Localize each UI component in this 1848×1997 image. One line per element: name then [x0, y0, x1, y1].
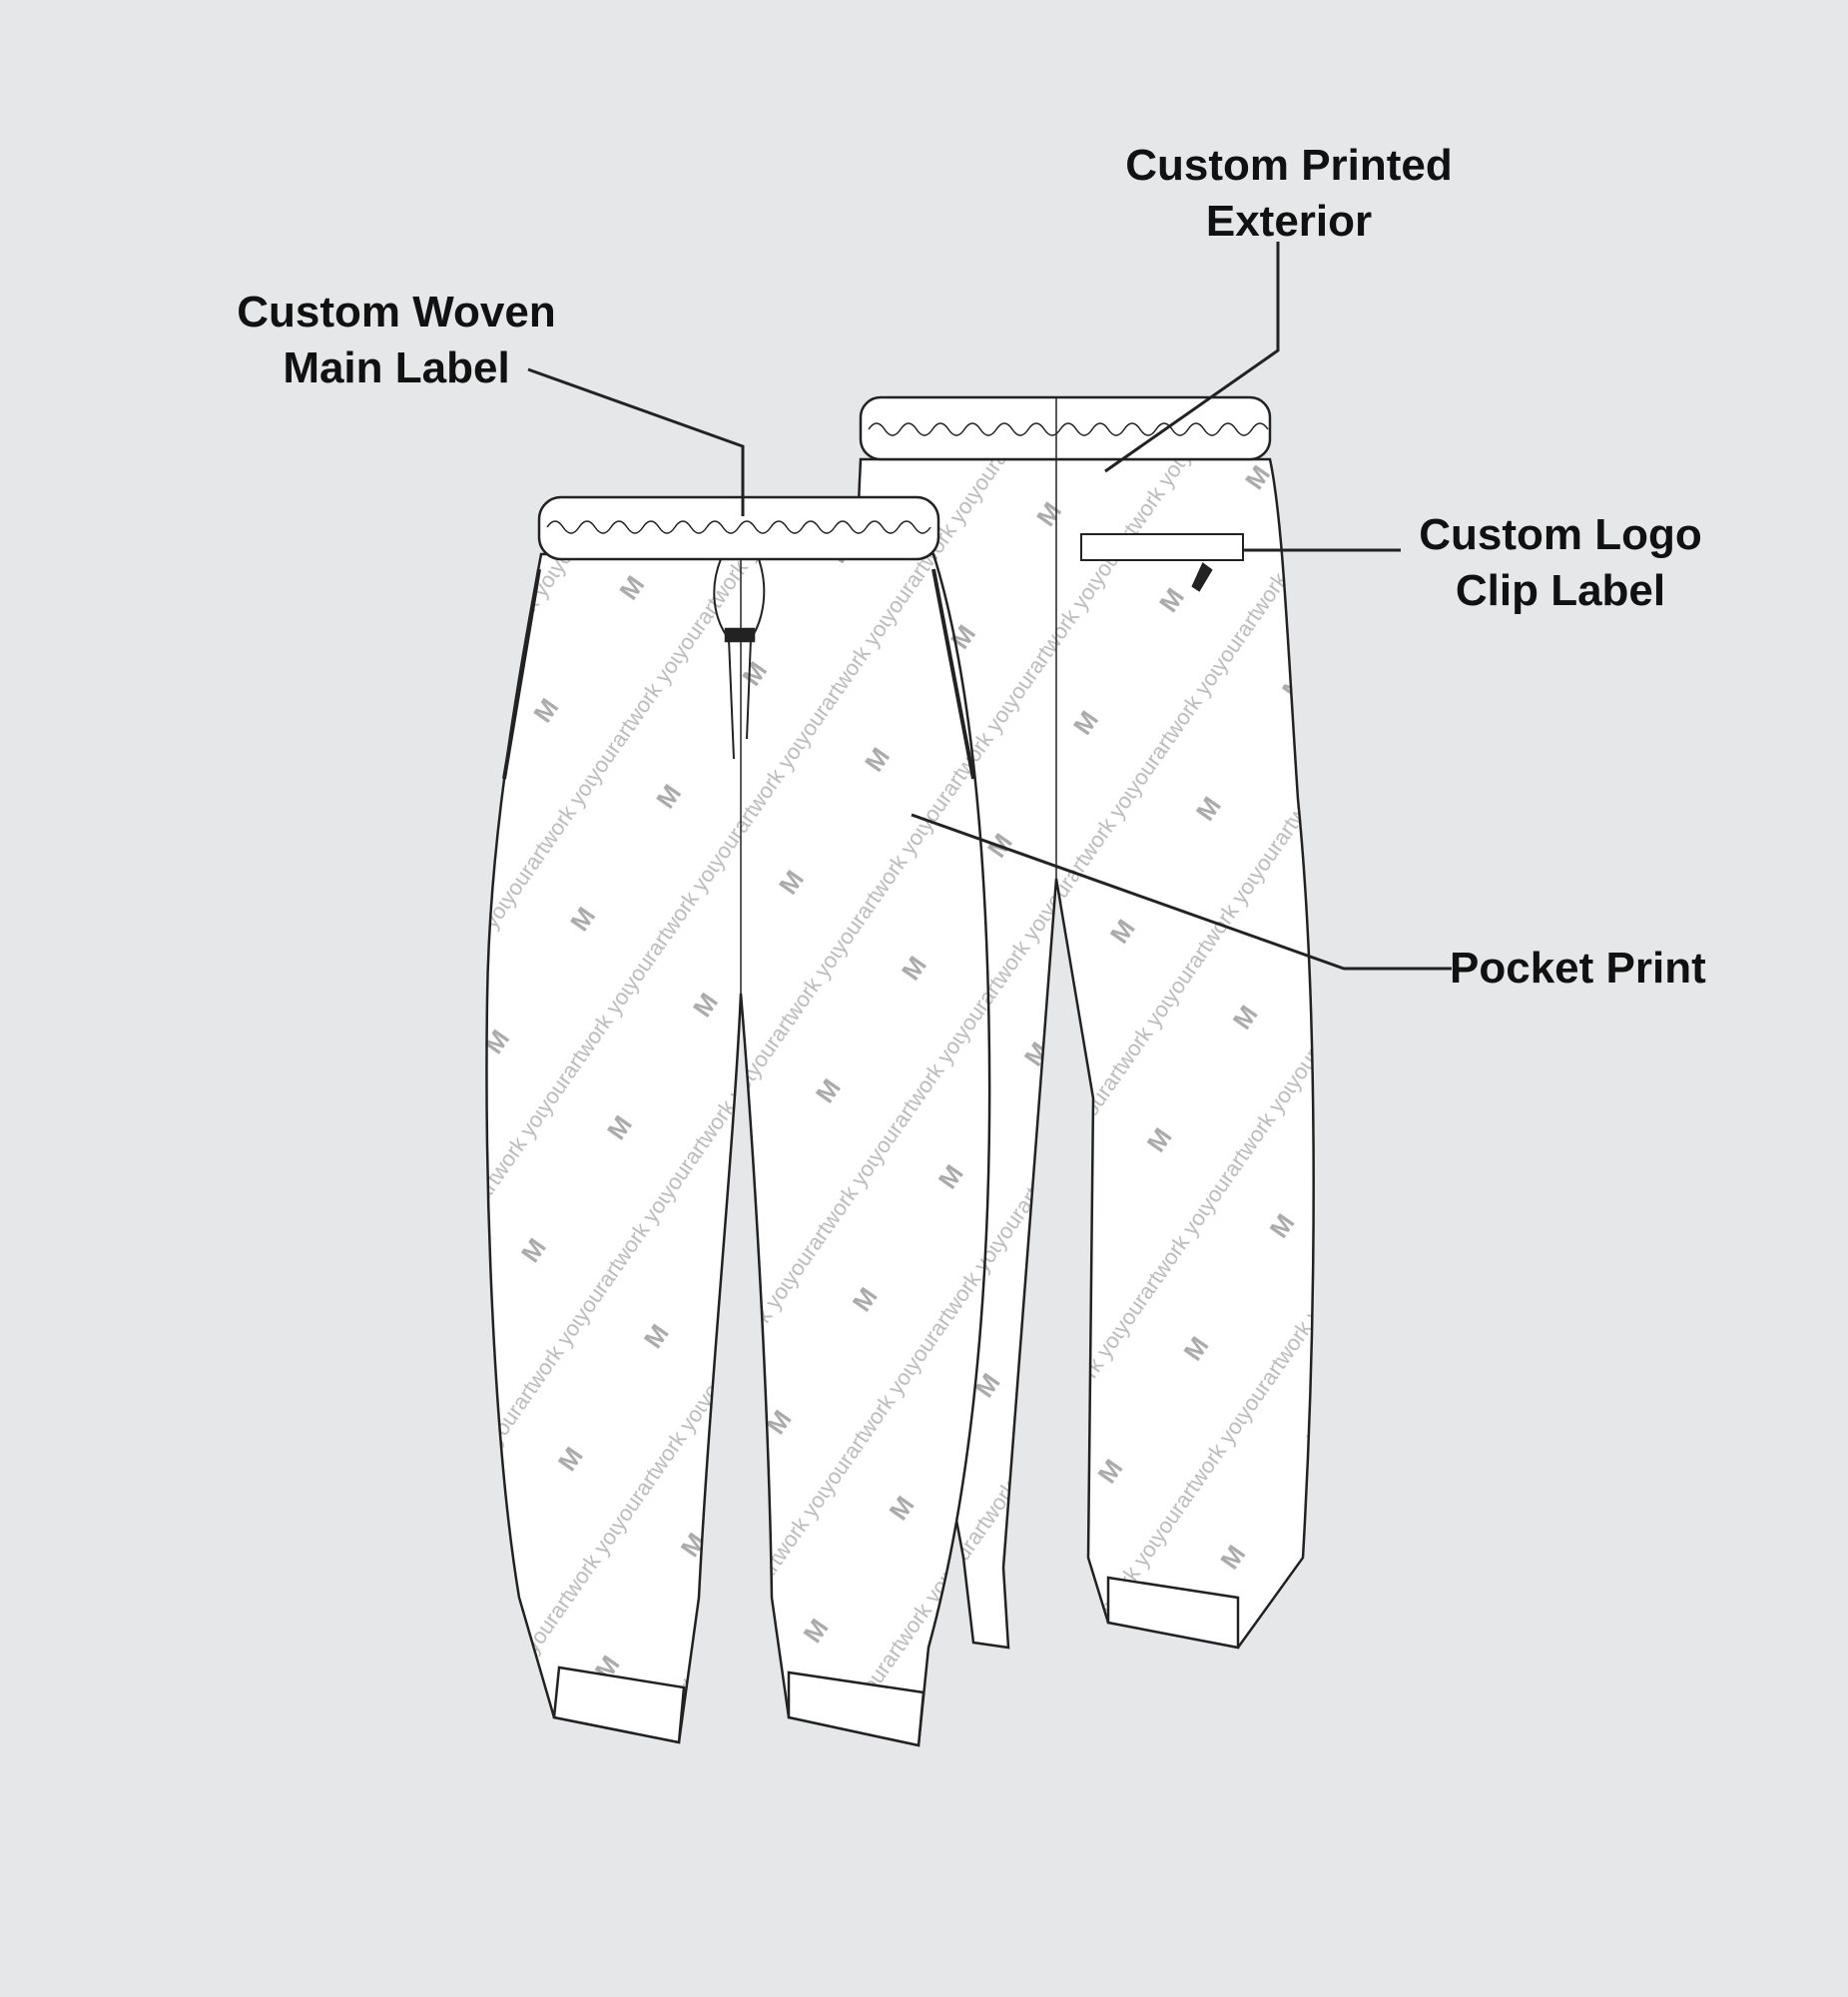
leader-lines: [527, 242, 1452, 971]
callout-text: Pocket Print: [1450, 944, 1706, 993]
callout-text: Exterior: [1205, 197, 1373, 246]
callout-text: Custom Woven: [237, 288, 556, 336]
logo-clip-icon: [1191, 562, 1213, 592]
callout-text: Custom Logo: [1419, 510, 1702, 559]
cord-stopper-icon: [724, 627, 756, 643]
callout-woven-label: Custom Woven Main Label: [197, 285, 596, 396]
callout-printed-exterior: Custom Printed Exterior: [1089, 138, 1489, 250]
callout-text: Clip Label: [1455, 566, 1666, 615]
pocket-print-leader: [911, 813, 1452, 971]
callout-logo-clip: Custom Logo Clip Label: [1361, 507, 1760, 619]
callout-pocket-print: Pocket Print: [1450, 941, 1706, 997]
callout-text: Custom Printed: [1125, 141, 1453, 190]
front-view-pants: [485, 495, 991, 1747]
callout-text: Main Label: [283, 343, 510, 392]
woven-label-leader: [527, 367, 745, 516]
printed-exterior-leader: [1104, 242, 1280, 473]
